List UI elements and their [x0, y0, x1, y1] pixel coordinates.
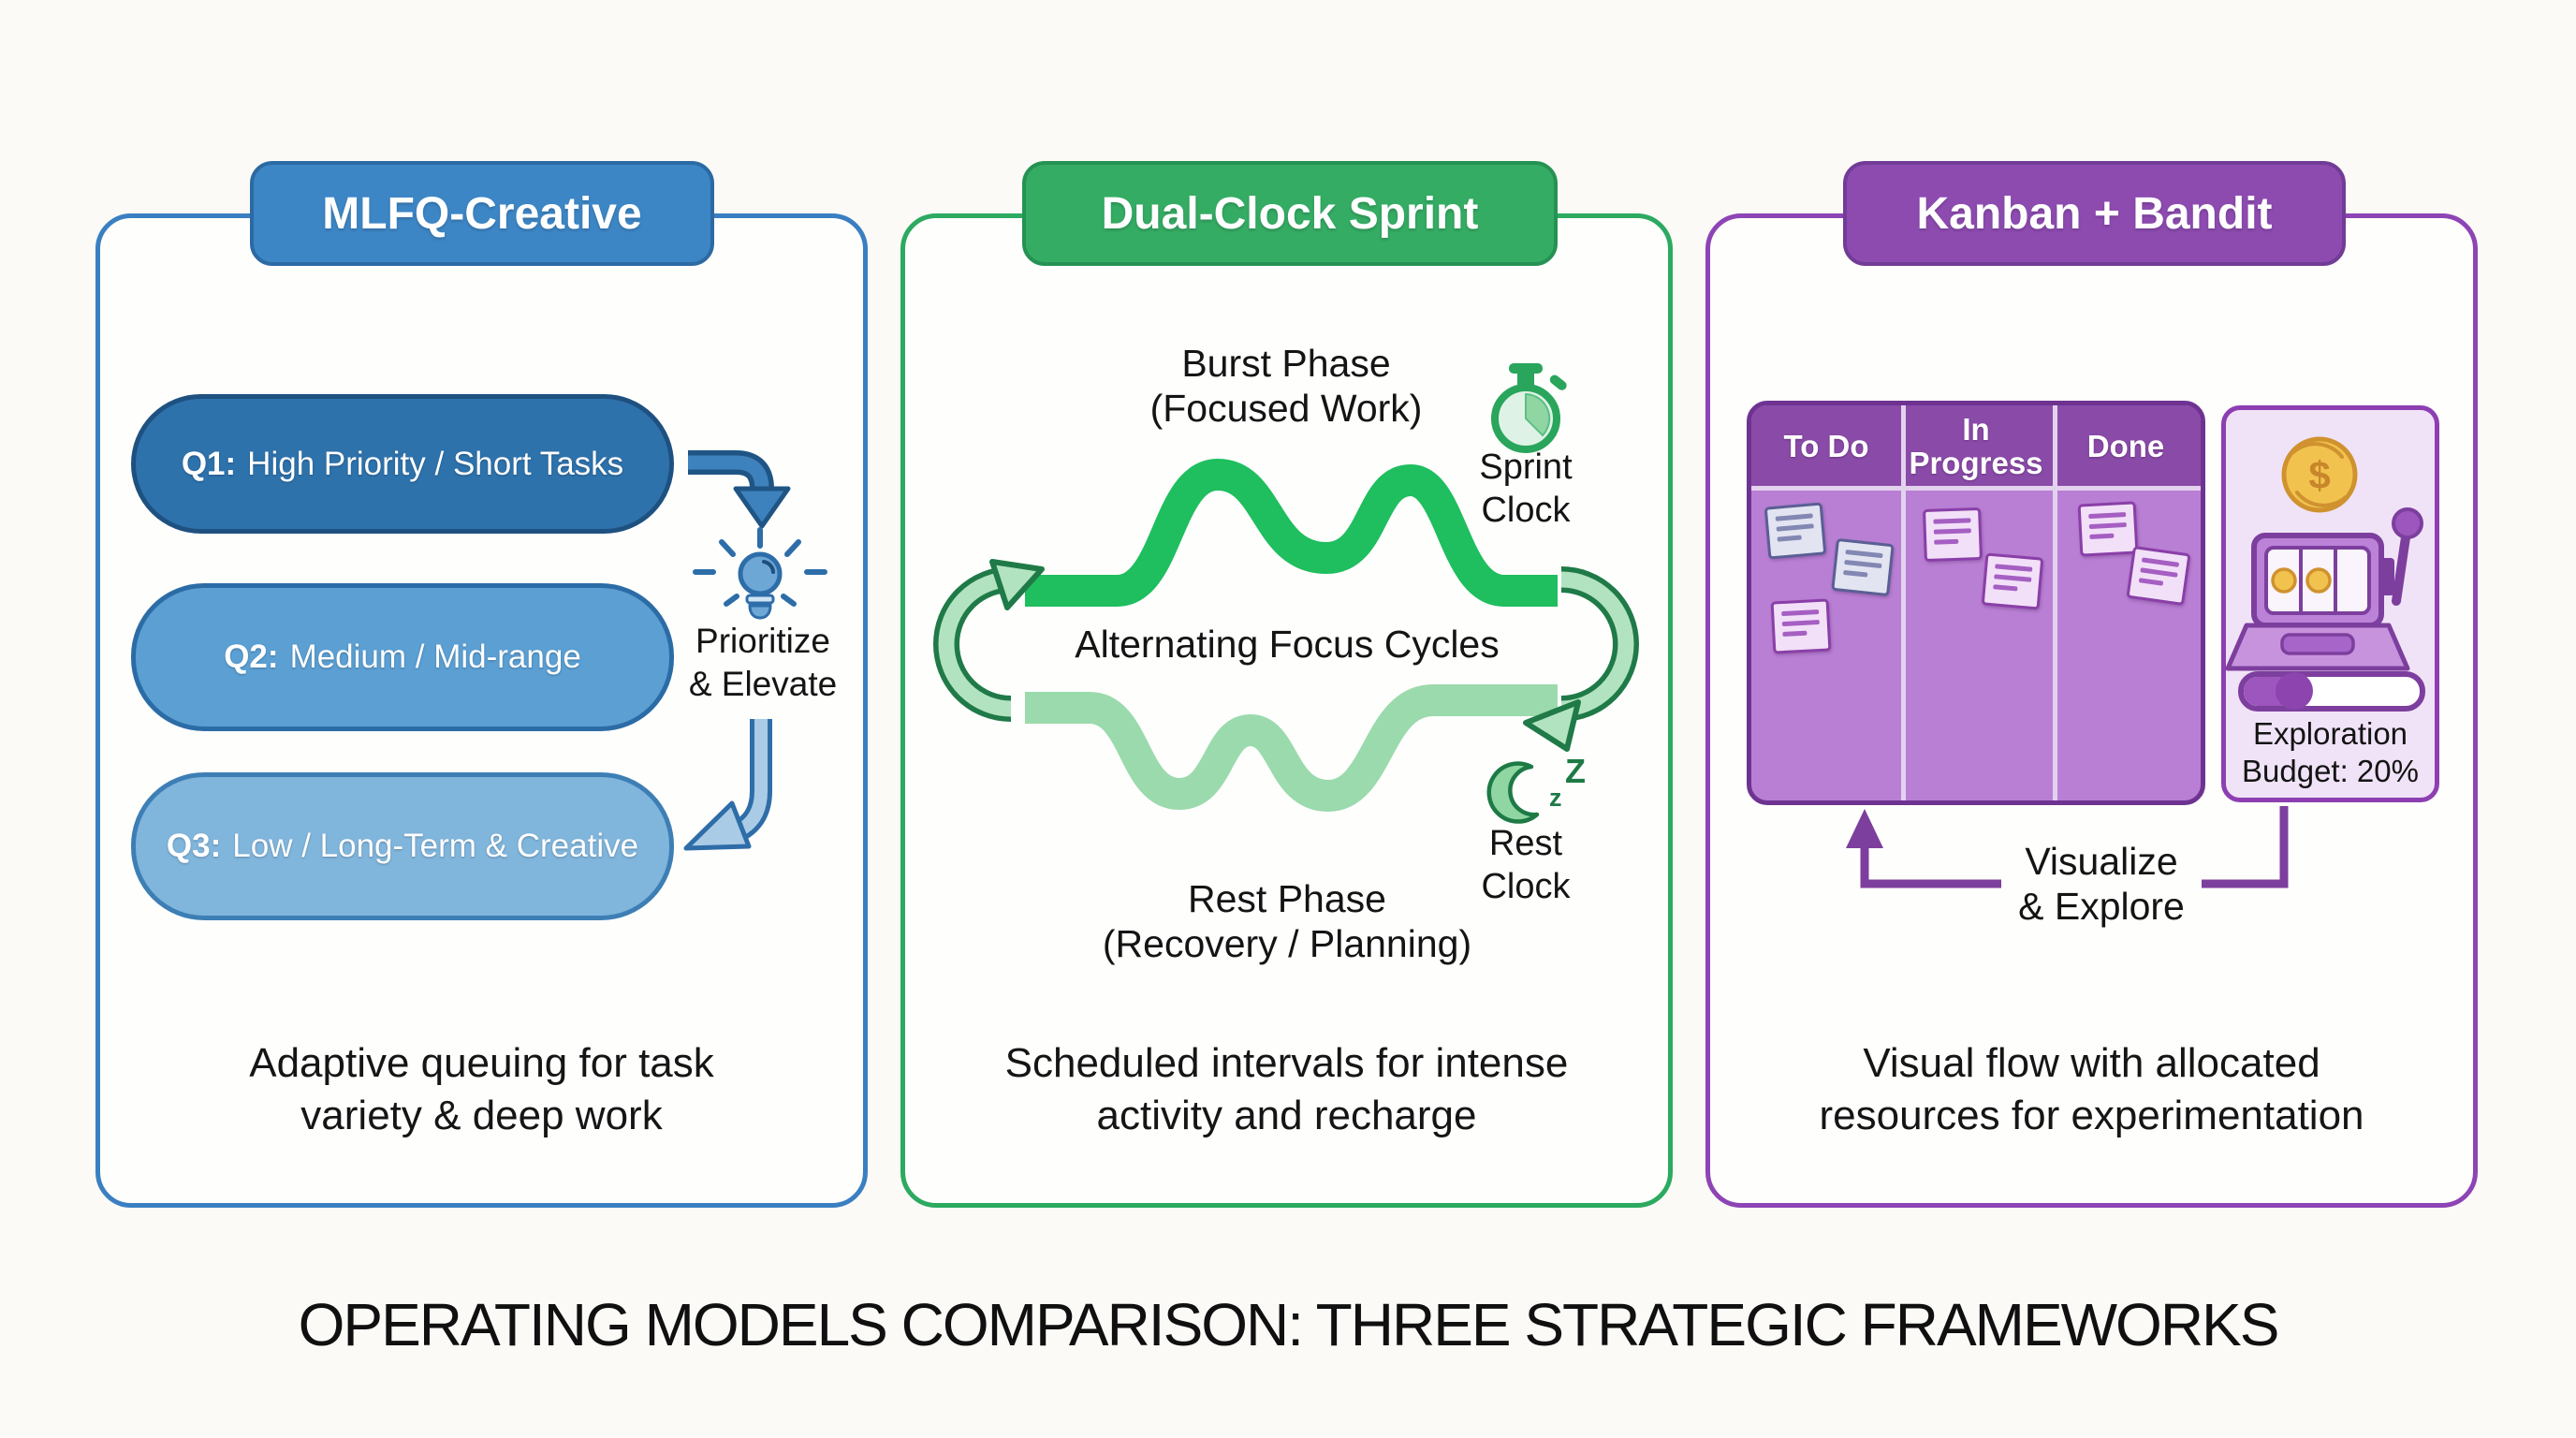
- queue-q3-prefix: Q3:: [166, 828, 222, 864]
- kanban-column-divider: [2053, 405, 2057, 800]
- queue-q2-label: Medium / Mid-range: [289, 638, 581, 675]
- panel-dual-clock-header: Dual-Clock Sprint: [1022, 161, 1558, 266]
- rest-clock-label: Rest Clock: [1481, 824, 1571, 906]
- kanban-column-done: Done: [2086, 429, 2165, 463]
- rest-phase-label: Rest Phase (Recovery / Planning): [1102, 877, 1472, 965]
- sticky-note: [2077, 501, 2139, 557]
- panel-dual-clock-title: Dual-Clock Sprint: [1101, 188, 1479, 239]
- queue-q1: Q1: High Priority / Short Tasks: [131, 394, 674, 534]
- sticky-note: [1831, 537, 1895, 597]
- panel-mlfq-header: MLFQ-Creative: [250, 161, 714, 266]
- dual-clock-caption: Scheduled intervals for intense activity…: [1004, 1040, 1569, 1138]
- panel-mlfq-title: MLFQ-Creative: [322, 188, 642, 239]
- mlfq-caption: Adaptive queuing for task variety & deep…: [249, 1040, 714, 1138]
- kanban-caption: Visual flow with allocated resources for…: [1819, 1040, 2364, 1138]
- queue-q1-prefix: Q1:: [181, 445, 237, 482]
- queue-q2-prefix: Q2:: [224, 638, 279, 675]
- sticky-note: [1770, 598, 1832, 654]
- kanban-column-divider: [1901, 405, 1906, 800]
- alternating-cycles-label: Alternating Focus Cycles: [1075, 623, 1500, 666]
- exploration-budget-label: Exploration Budget: 20%: [2242, 716, 2419, 788]
- kanban-column-in-progress: In Progress: [1909, 412, 2043, 480]
- kanban-board: To Do In Progress Done: [1747, 401, 2205, 805]
- prioritize-elevate-label: Prioritize & Elevate: [688, 622, 838, 703]
- sticky-note: [1764, 502, 1827, 560]
- sticky-note: [1981, 552, 2044, 610]
- burst-phase-label: Burst Phase (Focused Work): [1149, 342, 1423, 430]
- sprint-clock-label: Sprint Clock: [1479, 448, 1573, 530]
- sticky-note: [1923, 506, 1983, 563]
- kanban-header-divider: [1751, 486, 2201, 491]
- kanban-column-todo: To Do: [1783, 429, 1869, 463]
- page-title: OPERATING MODELS COMPARISON: THREE STRAT…: [298, 1291, 2280, 1358]
- panel-kanban-header: Kanban + Bandit: [1843, 161, 2346, 266]
- panel-kanban-title: Kanban + Bandit: [1916, 188, 2273, 239]
- sticky-note: [2126, 545, 2191, 607]
- queue-q1-label: High Priority / Short Tasks: [247, 445, 624, 482]
- queue-q3: Q3: Low / Long-Term & Creative: [131, 772, 674, 920]
- visualize-explore-label: Visualize & Explore: [2018, 840, 2185, 928]
- kanban-board-header: To Do In Progress Done: [1751, 405, 2201, 488]
- queue-q3-label: Low / Long-Term & Creative: [232, 828, 639, 864]
- queue-q2: Q2: Medium / Mid-range: [131, 583, 674, 731]
